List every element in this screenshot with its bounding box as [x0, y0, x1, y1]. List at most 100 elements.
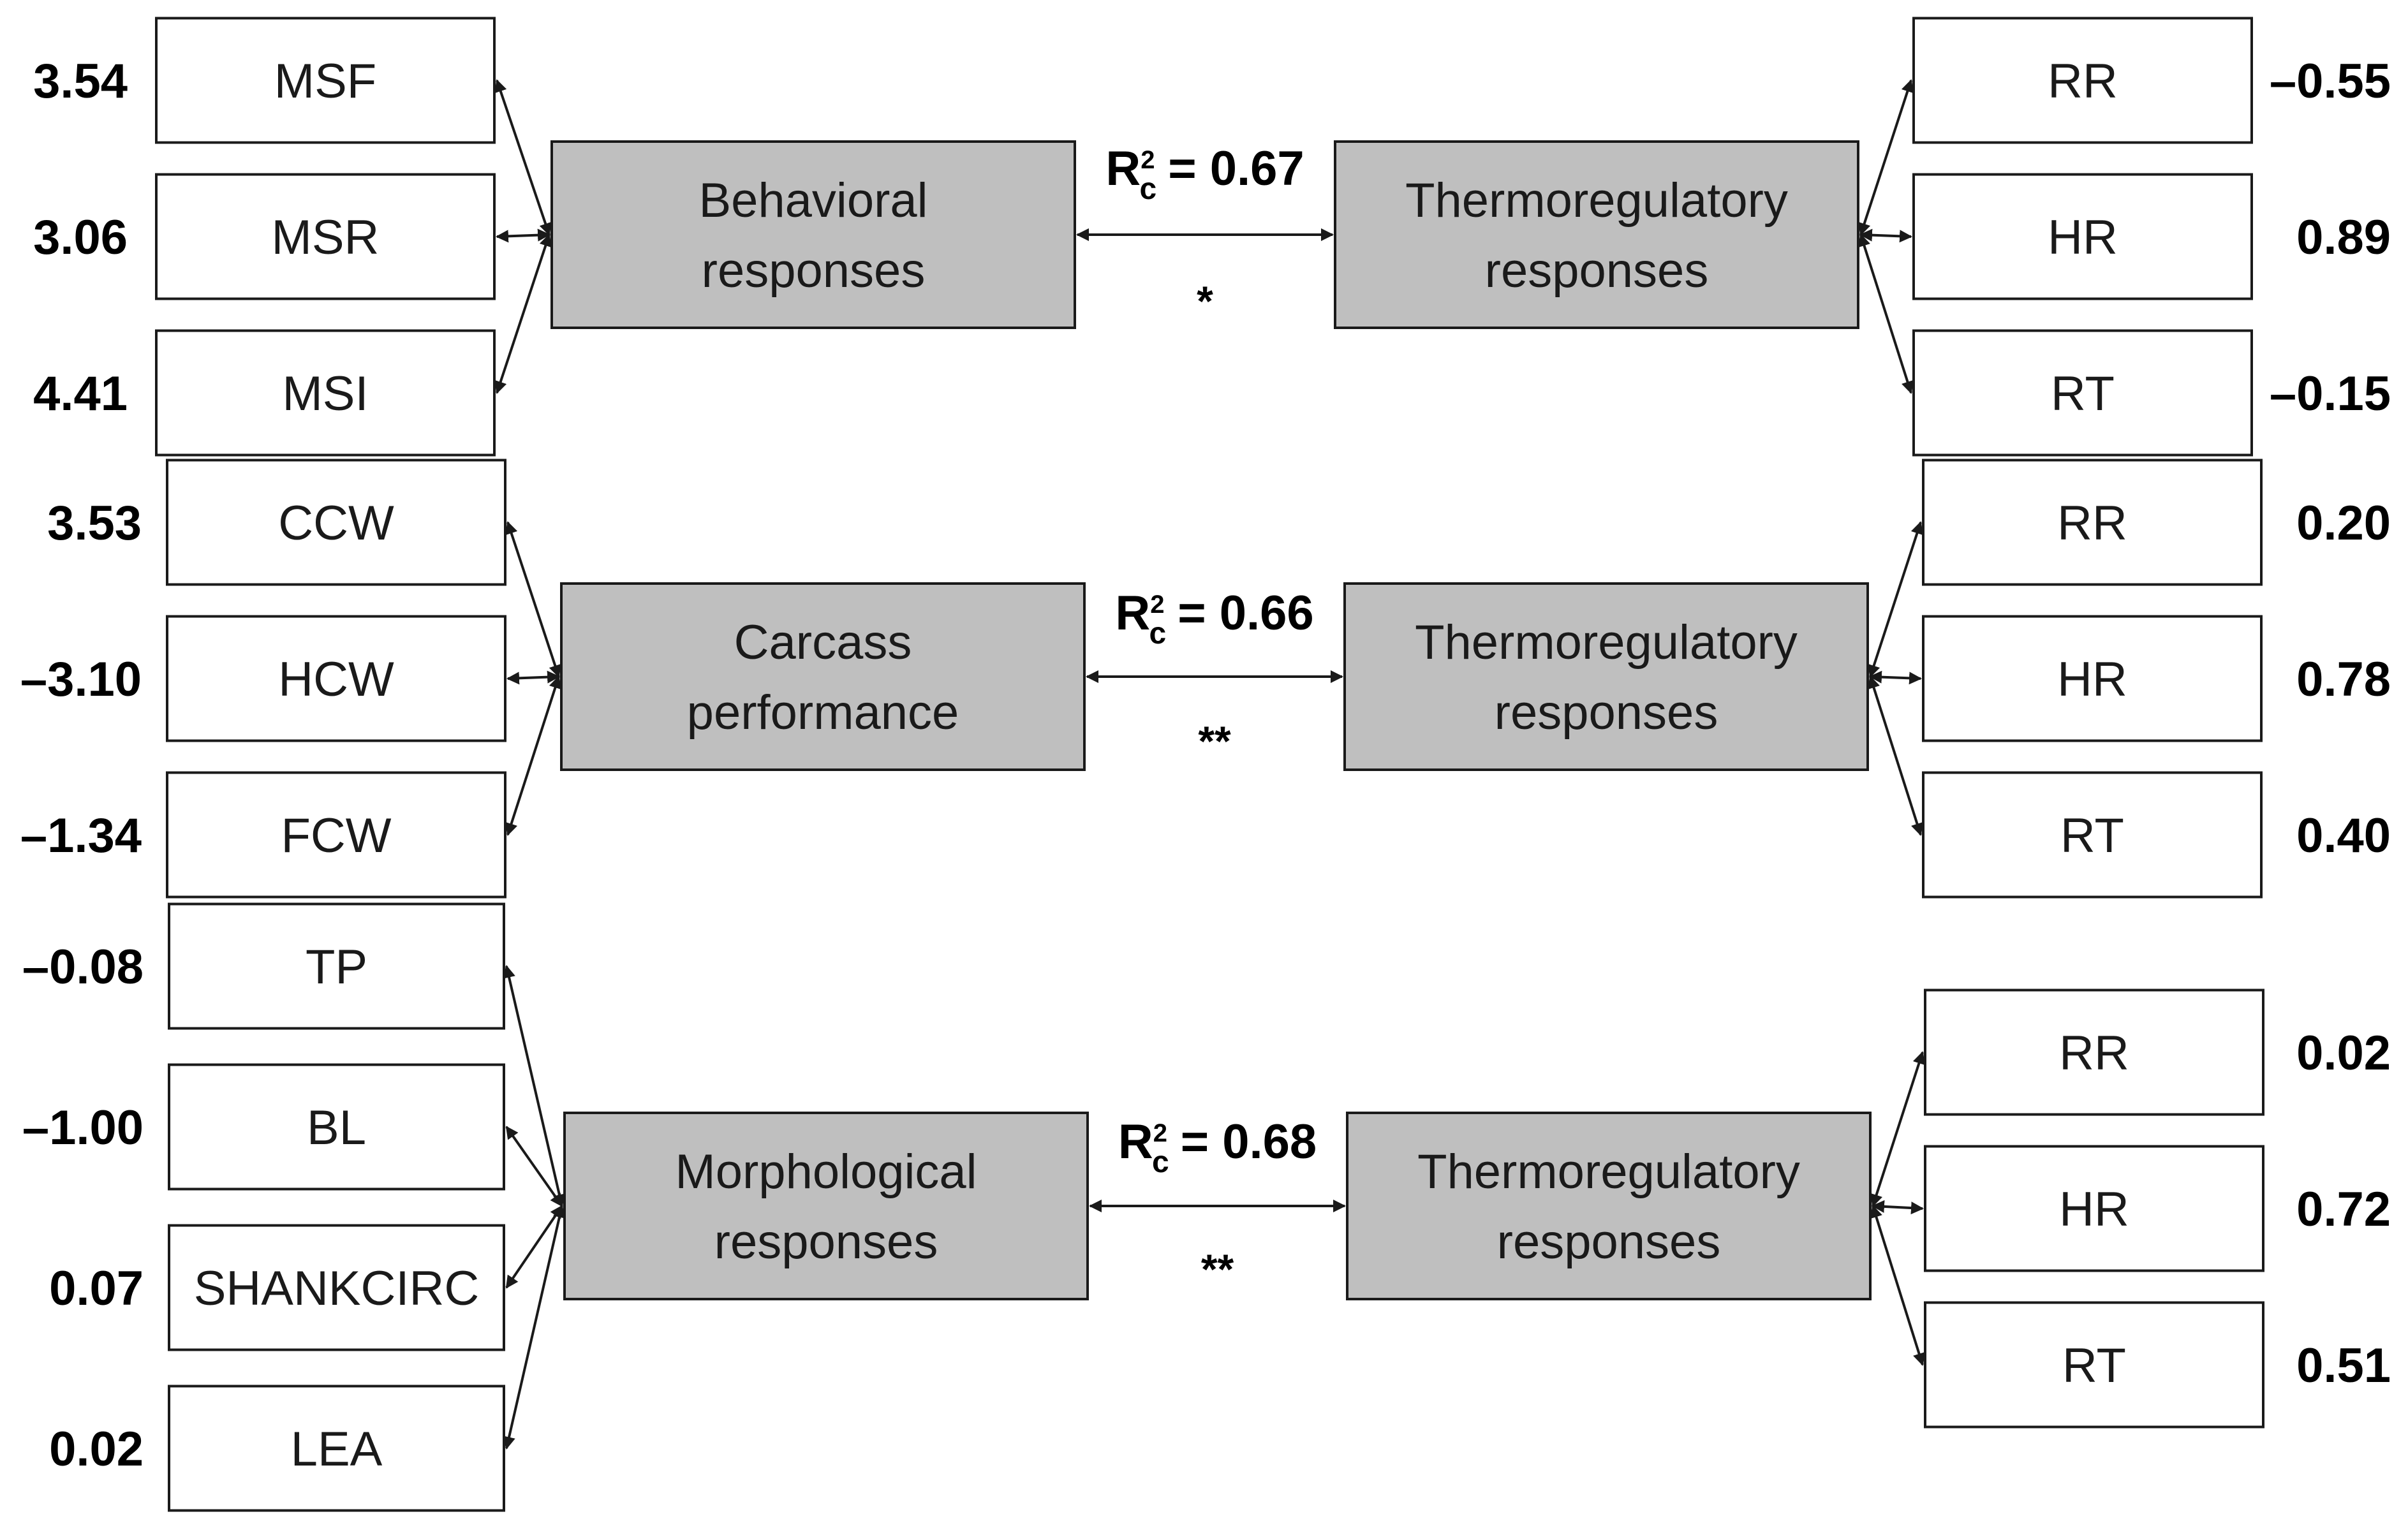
latent-box-right	[1334, 140, 1859, 329]
latent-label-left: performance	[687, 686, 959, 740]
indicator-loading: 0.02	[2296, 1026, 2391, 1080]
latent-box-right	[1343, 582, 1869, 771]
loading-arrow	[1869, 670, 1922, 685]
loading-arrow	[1872, 1200, 1924, 1215]
indicator-loading: –0.08	[22, 940, 144, 994]
indicator-box	[1922, 771, 2263, 899]
r2-symbol: R	[1105, 142, 1141, 196]
indicator-box	[168, 1385, 505, 1512]
indicator-box	[1912, 17, 2253, 144]
latent-box-left	[550, 140, 1076, 329]
indicator-label: HR	[2048, 210, 2118, 265]
latent-box-left	[560, 582, 1086, 771]
latent-label-left: Behavioral	[698, 173, 927, 228]
loading-arrow	[1870, 1051, 1925, 1207]
indicator-box	[1922, 615, 2263, 742]
indicator-label: HR	[2059, 1182, 2129, 1237]
r2-superscript: 2	[1153, 1119, 1167, 1147]
latent-label-right: responses	[1497, 1215, 1721, 1269]
loading-arrow	[506, 670, 560, 685]
significance-marker: **	[1201, 1246, 1234, 1293]
indicator-box	[166, 459, 506, 586]
loading-arrow	[505, 521, 561, 678]
indicator-box	[155, 17, 496, 144]
significance-marker: *	[1197, 277, 1213, 325]
indicator-label: CCW	[278, 496, 394, 550]
indicator-loading: 3.53	[47, 496, 142, 550]
latent-box-right	[1346, 1112, 1872, 1300]
indicator-loading: –1.00	[22, 1101, 144, 1155]
indicator-box	[1924, 989, 2264, 1116]
r2-symbol: R	[1115, 586, 1150, 640]
loading-arrow	[1867, 675, 1924, 836]
indicator-box	[155, 329, 496, 457]
loading-arrow	[1859, 228, 1912, 243]
latent-label-left: responses	[702, 244, 926, 298]
indicator-loading: 3.54	[33, 54, 128, 108]
indicator-label: SHANKCIRC	[194, 1261, 480, 1316]
loading-arrow	[503, 1205, 566, 1450]
latent-label-right: Thermoregulatory	[1417, 1145, 1800, 1199]
indicator-box	[155, 173, 496, 300]
loading-arrow	[494, 79, 552, 236]
latent-label-right: Thermoregulatory	[1405, 173, 1788, 228]
r2-value: = 0.67	[1168, 142, 1304, 196]
indicator-box	[1922, 459, 2263, 586]
loading-arrow	[494, 233, 552, 394]
indicator-box	[168, 1063, 505, 1191]
indicator-loading: 4.41	[33, 367, 128, 421]
latent-label-right: responses	[1495, 686, 1718, 740]
indicator-loading: –0.15	[2270, 367, 2391, 421]
r2-superscript: 2	[1150, 591, 1164, 619]
indicator-box	[166, 771, 506, 899]
indicator-label: RR	[2059, 1026, 2129, 1080]
indicator-label: MSF	[274, 54, 376, 108]
indicator-box	[166, 615, 506, 742]
latent-label-right: responses	[1485, 244, 1709, 298]
indicator-box	[168, 902, 505, 1030]
latent-label-left: Morphological	[675, 1145, 977, 1199]
indicator-loading: 0.51	[2296, 1339, 2391, 1393]
indicator-loading: 0.20	[2296, 496, 2391, 550]
indicator-box	[1912, 329, 2253, 457]
indicator-label: FCW	[281, 809, 391, 863]
r2-subscript: c	[1140, 172, 1157, 206]
indicator-label: RT	[2051, 367, 2115, 421]
latent-label-left: responses	[714, 1215, 938, 1269]
indicator-label: MSR	[272, 210, 380, 265]
indicator-label: RT	[2060, 809, 2124, 863]
r2-subscript: c	[1149, 617, 1167, 650]
indicator-loading: 0.89	[2296, 210, 2391, 265]
indicator-box	[1924, 1301, 2264, 1429]
indicator-loading: –0.55	[2270, 54, 2391, 108]
latent-label-left: Carcass	[734, 615, 912, 670]
loading-arrow	[505, 1126, 563, 1207]
significance-marker: **	[1198, 717, 1231, 765]
indicator-loading: 3.06	[33, 210, 128, 265]
indicator-label: BL	[307, 1101, 366, 1155]
r2-symbol: R	[1118, 1115, 1153, 1169]
indicator-loading: 0.07	[49, 1261, 144, 1316]
r2-value: = 0.66	[1178, 586, 1313, 640]
indicator-loading: 0.72	[2296, 1182, 2391, 1237]
indicator-label: LEA	[291, 1422, 383, 1476]
indicator-loading: 0.78	[2296, 652, 2391, 707]
indicator-box	[1912, 173, 2253, 300]
r2-value: = 0.68	[1181, 1115, 1317, 1169]
indicator-label: MSI	[282, 367, 368, 421]
loading-arrow	[1868, 521, 1923, 678]
indicator-label: RT	[2062, 1339, 2126, 1393]
indicator-label: HR	[2057, 652, 2127, 707]
indicator-loading: 0.02	[49, 1422, 144, 1476]
loading-arrow	[1870, 1205, 1926, 1366]
latent-box-left	[563, 1112, 1089, 1300]
indicator-label: RR	[2048, 54, 2118, 108]
indicator-label: HCW	[278, 652, 394, 707]
indicator-loading: –1.34	[20, 809, 142, 863]
loading-arrow	[505, 675, 561, 836]
loading-arrow	[503, 965, 566, 1207]
indicator-loading: 0.40	[2296, 809, 2391, 863]
